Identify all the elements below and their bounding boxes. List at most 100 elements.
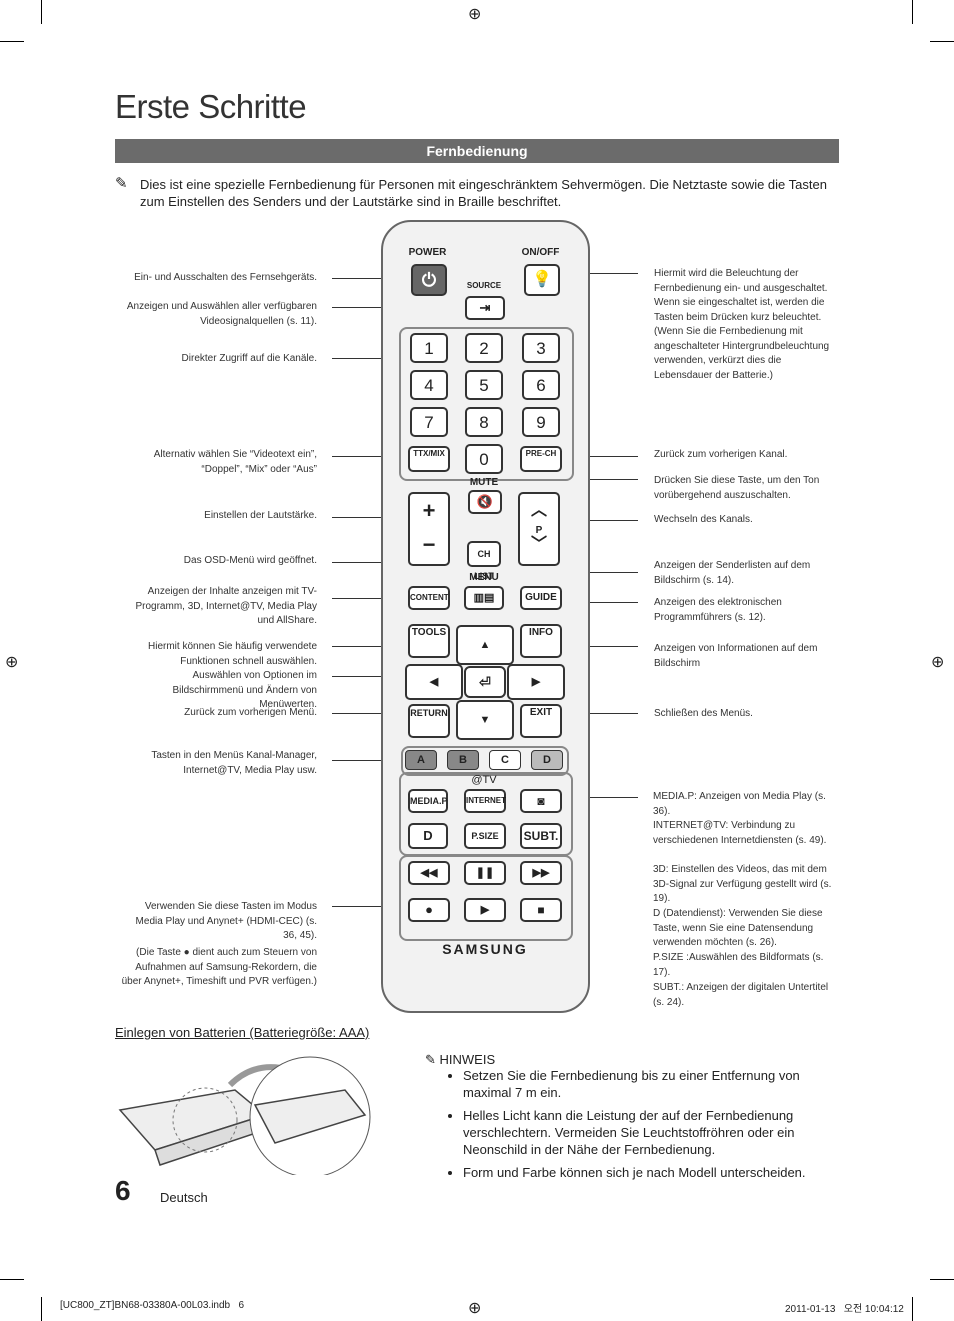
3d-glasses-icon: ◙: [537, 794, 545, 808]
power-label: POWER: [408, 247, 447, 258]
crop-mark: [912, 0, 913, 24]
arrow-up-icon: ▲: [479, 639, 491, 651]
stop-button[interactable]: ■: [520, 898, 562, 922]
channel-rocker[interactable]: ︿﹀: [518, 492, 560, 566]
subt-button[interactable]: SUBT.: [520, 823, 562, 849]
arrow-down-icon: ▼: [479, 714, 491, 726]
volume-plus-icon: +: [422, 498, 436, 523]
hint-title: HINWEIS: [439, 1052, 496, 1067]
annotation-source: Anzeigen und Auswählen aller verfügbaren…: [126, 301, 317, 327]
registration-mark-icon: ⊕: [931, 654, 945, 671]
p-size-button[interactable]: P.SIZE: [464, 823, 506, 849]
annotation-internet: INTERNET@TV: Verbindung zu verschiedenen…: [653, 820, 827, 846]
color-button-a[interactable]: A: [405, 750, 437, 770]
mute-button[interactable]: 🔇: [468, 490, 502, 514]
return-label: RETURN: [410, 708, 448, 718]
media-p-button[interactable]: MEDIA.P: [408, 789, 448, 813]
intro-note: ✎ Dies ist eine spezielle Fernbedienung …: [115, 175, 839, 210]
number-button-4[interactable]: 4: [410, 370, 448, 400]
note-pencil-icon: ✎: [115, 175, 128, 192]
crop-mark: [41, 0, 42, 24]
pause-button[interactable]: ❚❚: [464, 861, 506, 885]
number-button-8[interactable]: 8: [465, 407, 503, 437]
source-icon: ⇥: [479, 300, 491, 315]
battery-illustration: [118, 1056, 371, 1175]
hint-item: Form und Farbe können sich je nach Model…: [463, 1164, 843, 1181]
content-button[interactable]: CONTENT: [408, 586, 450, 610]
tools-button[interactable]: TOOLS: [408, 624, 450, 658]
annotation-record: (Die Taste ● dient auch zum Steuern von …: [121, 947, 317, 987]
annotation-info: Anzeigen von Informationen auf dem Bilds…: [654, 643, 818, 669]
power-button[interactable]: ⏻: [411, 264, 447, 296]
number-button-5[interactable]: 5: [465, 370, 503, 400]
3d-button[interactable]: ◙: [520, 789, 562, 813]
mute-label: MUTE: [469, 477, 499, 488]
hint-list: Setzen Sie die Fernbedienung bis zu eine…: [432, 1067, 843, 1187]
annotation-numbers: Direkter Zugriff auf die Kanäle.: [181, 353, 317, 364]
color-button-d[interactable]: D: [531, 750, 563, 770]
play-button[interactable]: ▶: [464, 898, 506, 922]
pre-ch-button[interactable]: PRE-CH: [520, 446, 562, 472]
annotation-onoff: Hiermit wird die Beleuchtung der Fernbed…: [654, 268, 830, 381]
annotation-navigation: Auswählen von Optionen im Bildschirmmenü…: [172, 670, 317, 710]
fast-forward-icon: ▶▶: [532, 867, 550, 879]
enter-button[interactable]: ⏎: [464, 666, 506, 698]
arrow-right-icon: ▶: [531, 676, 541, 688]
number-button-6[interactable]: 6: [522, 370, 560, 400]
source-button[interactable]: ⇥: [465, 296, 505, 320]
rewind-button[interactable]: ◀◀: [408, 861, 450, 885]
exit-button[interactable]: EXIT: [520, 704, 562, 738]
page-title: Erste Schritte: [115, 88, 307, 125]
crop-mark: [930, 41, 954, 42]
annotation-chlist: Anzeigen der Senderlisten auf dem Bildsc…: [654, 560, 811, 586]
registration-mark-icon: ⊕: [5, 654, 19, 671]
attv-label: @TV: [471, 774, 497, 786]
menu-label: MENU: [469, 572, 499, 583]
nav-right-button[interactable]: ▶: [507, 664, 565, 700]
ttx-mix-button[interactable]: TTX/MIX: [408, 446, 450, 472]
color-button-c[interactable]: C: [489, 750, 521, 770]
hint-item: Helles Licht kann die Leistung der auf d…: [463, 1107, 843, 1158]
number-button-9[interactable]: 9: [522, 407, 560, 437]
nav-down-button[interactable]: ▼: [456, 700, 514, 740]
internet-button[interactable]: INTERNET: [464, 789, 506, 813]
info-button[interactable]: INFO: [520, 624, 562, 658]
ch-list-button[interactable]: CH LIST: [467, 541, 501, 581]
power-icon: ⏻: [421, 270, 437, 290]
nav-up-button[interactable]: ▲: [456, 625, 514, 665]
record-button[interactable]: ●: [408, 898, 450, 922]
guide-button[interactable]: GUIDE: [520, 586, 562, 610]
pause-icon: ❚❚: [475, 867, 495, 879]
d-button[interactable]: D: [408, 823, 448, 849]
nav-left-button[interactable]: ◀: [405, 664, 463, 700]
stop-icon: ■: [537, 903, 545, 917]
source-label: SOURCE: [466, 281, 502, 290]
annotation-channel: Wechseln des Kanals.: [654, 514, 753, 525]
annotation-content: Anzeigen der Inhalte anzeigen mit TV-Pro…: [135, 586, 317, 626]
number-button-7[interactable]: 7: [410, 407, 448, 437]
fast-forward-button[interactable]: ▶▶: [520, 861, 562, 885]
number-button-3[interactable]: 3: [522, 333, 560, 363]
annotation-tools: Hiermit können Sie häufig verwendete Fun…: [148, 641, 317, 667]
annotation-mute: Drücken Sie diese Taste, um den Ton vorü…: [654, 475, 820, 501]
lightbulb-icon: 💡: [532, 271, 552, 288]
section-header: Fernbedienung: [115, 139, 839, 163]
number-button-2[interactable]: 2: [465, 333, 503, 363]
intro-note-text: Dies ist eine spezielle Fernbedienung fü…: [140, 177, 827, 209]
return-button[interactable]: RETURN: [408, 704, 450, 738]
onoff-button[interactable]: 💡: [524, 264, 560, 296]
color-button-b[interactable]: B: [447, 750, 479, 770]
registration-mark-icon: ⊕: [468, 6, 482, 23]
annotation-guide: Anzeigen des elektronischen Programmführ…: [654, 597, 782, 623]
number-button-1[interactable]: 1: [410, 333, 448, 363]
annotation-color-buttons: Tasten in den Menüs Kanal-Manager, Inter…: [151, 750, 317, 776]
annotation-exit: Schließen des Menüs.: [654, 708, 753, 719]
menu-button[interactable]: ▥▤: [464, 586, 504, 610]
tools-label: TOOLS: [411, 627, 447, 638]
mute-speaker-icon: 🔇: [476, 494, 494, 509]
annotation-return: Zurück zum vorherigen Menü.: [184, 707, 317, 718]
volume-rocker[interactable]: +−: [408, 492, 450, 566]
number-button-0[interactable]: 0: [465, 444, 503, 474]
annotation-datadienst: D (Datendienst): Verwenden Sie diese Tas…: [653, 908, 823, 948]
registration-mark-icon: ⊕: [468, 1300, 482, 1317]
